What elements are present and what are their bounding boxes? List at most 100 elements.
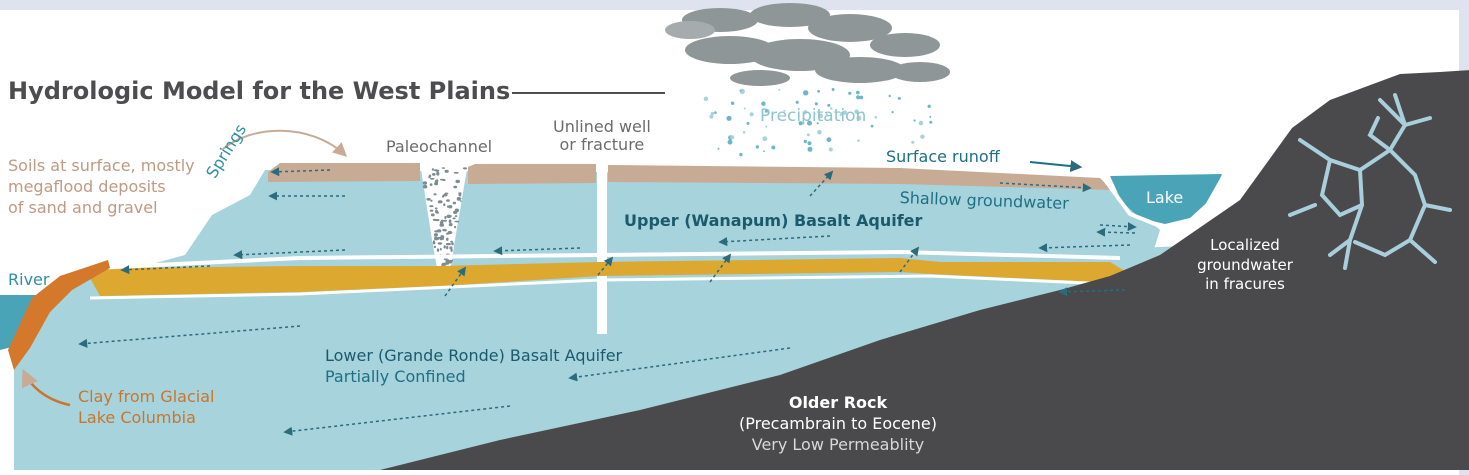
rain-drop <box>739 152 743 157</box>
gravel-grain <box>422 184 428 189</box>
rain-drop <box>888 94 891 98</box>
gravel-grain <box>443 245 446 249</box>
gravel-grain <box>435 169 440 172</box>
gravel-grain <box>443 258 448 261</box>
well-line-1: Unlined well <box>553 117 651 136</box>
rain-drop <box>842 110 847 115</box>
gravel-grain <box>439 247 442 251</box>
gravel-grain <box>429 209 434 212</box>
gravel-grain <box>434 219 440 222</box>
gravel-grain <box>429 205 434 208</box>
lake-label: Lake <box>1146 188 1184 207</box>
gravel-grain <box>452 217 456 220</box>
springs-arc-arrow <box>221 129 348 157</box>
rain-cloud-icon <box>665 3 950 86</box>
gravel-grain <box>447 215 452 217</box>
rain-drop <box>762 136 768 142</box>
gravel-grain <box>450 240 453 243</box>
gravel-grain <box>448 205 453 209</box>
rain-drop <box>807 141 812 146</box>
rain-drop <box>755 145 759 149</box>
rain-drops <box>703 88 933 157</box>
gravel-grain <box>454 215 458 218</box>
gravel-grain <box>448 223 453 227</box>
localized-groundwater-label: Localized groundwater in fracures <box>1180 236 1310 295</box>
older-rock-line-1: Older Rock <box>788 393 888 412</box>
rain-drop <box>874 116 878 119</box>
gravel-grain <box>445 260 450 263</box>
lake <box>1110 174 1222 224</box>
rain-drop <box>927 104 931 109</box>
rain-drop <box>840 111 843 115</box>
soils-line-3: of sand and gravel <box>8 197 158 217</box>
lower-aquifer-line-2: Partially Confined <box>325 366 466 386</box>
gravel-grain <box>431 168 435 171</box>
rain-drop <box>929 120 933 124</box>
rain-drop <box>726 115 732 121</box>
gravel-grain <box>434 182 439 186</box>
rain-drop <box>807 120 812 126</box>
gravel-grain <box>458 197 462 200</box>
upper-aquifer-label: Upper (Wanapum) Basalt Aquifer <box>624 211 923 230</box>
gravel-grain <box>452 201 457 205</box>
rain-drop <box>831 88 835 91</box>
clay-line-1: Clay from Glacial <box>78 387 215 406</box>
gravel-grain <box>439 223 445 227</box>
gravel-grain <box>439 178 445 181</box>
gravel-grain <box>436 171 440 176</box>
gravel-grain <box>445 242 451 246</box>
rain-drop <box>830 107 833 110</box>
gravel-grain <box>451 242 454 246</box>
precipitation-label: Precipitation <box>760 106 867 126</box>
gravel-grain <box>430 177 435 180</box>
rain-drop <box>806 133 810 137</box>
rain-drop <box>703 96 709 102</box>
rain-drop <box>856 115 862 121</box>
unlined-well <box>597 166 607 334</box>
rain-drop <box>803 110 808 114</box>
gravel-grain <box>443 203 446 207</box>
clay-line-2: Lake Columbia <box>78 407 196 427</box>
rain-drop <box>813 113 816 116</box>
rain-drop <box>714 111 717 114</box>
gravel-grain <box>422 181 428 185</box>
rain-drop <box>765 125 768 128</box>
rain-drop <box>795 100 799 104</box>
gravel-grain <box>441 167 446 169</box>
gravel-grain <box>450 248 453 252</box>
rain-drop <box>727 139 733 145</box>
rain-drop <box>764 109 768 113</box>
rain-drop <box>807 146 813 152</box>
rain-drop <box>929 115 932 118</box>
gravel-grain <box>446 199 450 202</box>
rain-drop <box>717 147 720 150</box>
soil-layer-right <box>608 165 1112 190</box>
paleochannel-fill <box>420 163 468 285</box>
rain-drop <box>913 119 916 122</box>
rain-drop <box>911 140 915 144</box>
localized-line-3: in fracures <box>1205 275 1285 293</box>
interbed-layer <box>90 258 1140 296</box>
gravel-grain <box>444 169 449 173</box>
gravel-grain <box>463 167 467 170</box>
gravel-grain <box>428 174 432 178</box>
gravel-grain <box>439 220 444 225</box>
rain-drop <box>920 134 925 139</box>
rain-drop <box>749 112 754 117</box>
frame-top <box>0 0 1469 10</box>
rain-drop <box>827 103 831 107</box>
well-line-2: or fracture <box>559 135 645 155</box>
gravel-grain <box>429 183 433 186</box>
surface-runoff-label: Surface runoff <box>886 147 1000 166</box>
gravel-grain <box>443 193 448 197</box>
lower-aquifer-label: Lower (Grande Ronde) Basalt Aquifer Part… <box>325 346 622 388</box>
rain-drop <box>743 107 746 110</box>
clay-arrow <box>21 368 71 407</box>
gravel-grain <box>453 171 459 174</box>
soils-line-1: Soils at surface, mostly <box>8 156 195 175</box>
gravel-grain <box>447 230 453 235</box>
older-rock-line-2: (Precambrain to Eocene) <box>739 413 937 433</box>
rain-drop <box>803 90 809 96</box>
